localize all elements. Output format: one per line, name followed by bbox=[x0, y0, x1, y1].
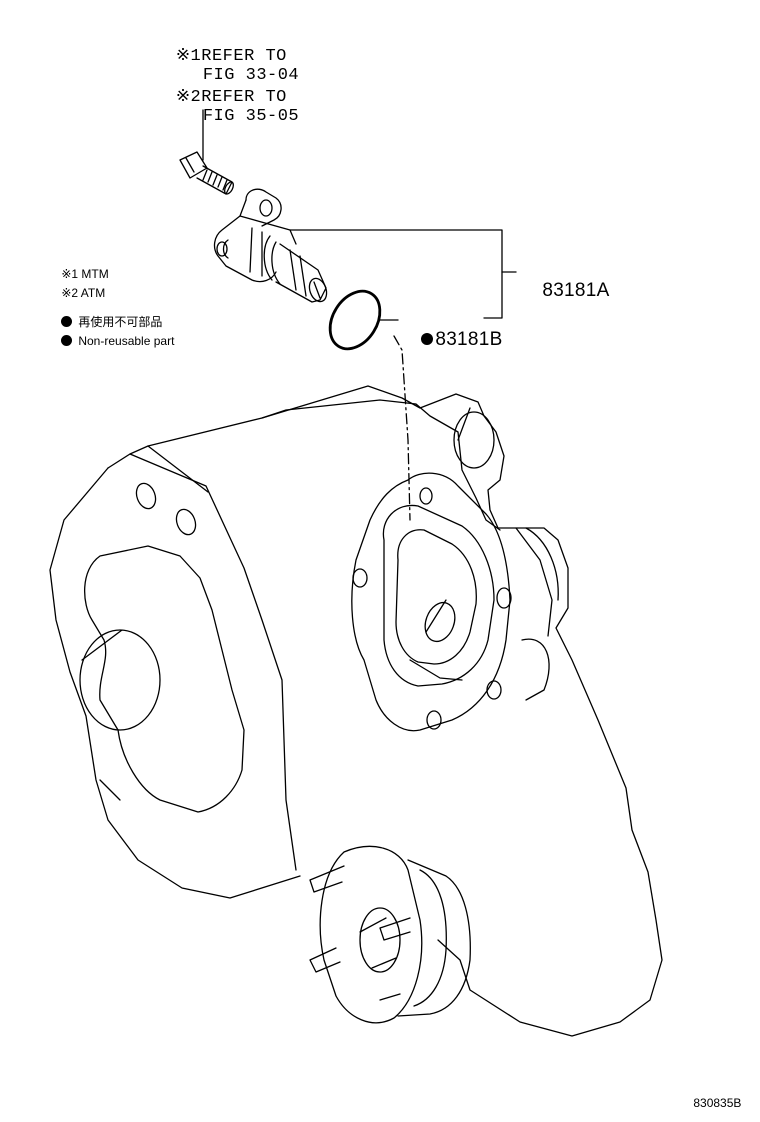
reference-note-2: ※2REFER TO bbox=[133, 72, 287, 123]
reference-text-2: REFER TO bbox=[201, 88, 287, 107]
legend-mark-1: ※1 bbox=[61, 267, 79, 281]
reference-fig-1: FIG 33-04 bbox=[160, 50, 299, 101]
speed-sensor-icon[interactable] bbox=[213, 188, 330, 304]
part-number-o-ring: 83181B bbox=[435, 329, 503, 350]
non-reusable-dot-icon bbox=[421, 333, 434, 345]
transfer-case-housing-icon bbox=[49, 385, 663, 1037]
legend-non-reusable-en: Non-reusable part bbox=[48, 323, 174, 359]
reference-note-1: ※1REFER TO bbox=[133, 31, 287, 82]
legend-item-atm: ※2 ATM bbox=[48, 275, 105, 311]
reference-fig-2-text: FIG 35-05 bbox=[202, 107, 300, 126]
legend-mark-2: ※2 bbox=[61, 286, 79, 300]
legend-jp-text: 再使用不可部品 bbox=[78, 315, 163, 329]
reference-mark-2: ※2 bbox=[175, 88, 202, 107]
reference-text-1: REFER TO bbox=[201, 47, 287, 66]
illustration-id: 830835B bbox=[680, 1085, 741, 1121]
legend-en-text: Non-reusable part bbox=[78, 334, 175, 348]
legend-text-2: ATM bbox=[80, 286, 106, 300]
legend-item-mtm: ※1 MTM bbox=[48, 256, 109, 292]
leader-line-83181a bbox=[289, 229, 517, 319]
bolt-icon[interactable] bbox=[179, 151, 235, 195]
legend-non-reusable-jp: 再使用不可部品 bbox=[48, 304, 162, 340]
part-label-83181b[interactable]: 83181B bbox=[399, 311, 503, 368]
illustration-id-text: 830835B bbox=[693, 1096, 742, 1110]
legend-text-1: MTM bbox=[81, 267, 109, 281]
sensor-boss-flange-icon bbox=[351, 472, 559, 732]
o-ring-icon[interactable] bbox=[320, 282, 399, 358]
bullet-dot-icon bbox=[61, 335, 73, 346]
install-path-dashed-line bbox=[393, 335, 411, 521]
reference-fig-1-text: FIG 33-04 bbox=[202, 66, 300, 85]
companion-flange-icon bbox=[309, 845, 471, 1024]
part-label-83181a[interactable]: 83181A bbox=[520, 262, 610, 319]
reference-fig-2: FIG 35-05 bbox=[160, 91, 299, 142]
bullet-dot-icon bbox=[61, 316, 73, 327]
part-number-sensor: 83181A bbox=[542, 280, 610, 301]
reference-mark-1: ※1 bbox=[175, 47, 202, 66]
